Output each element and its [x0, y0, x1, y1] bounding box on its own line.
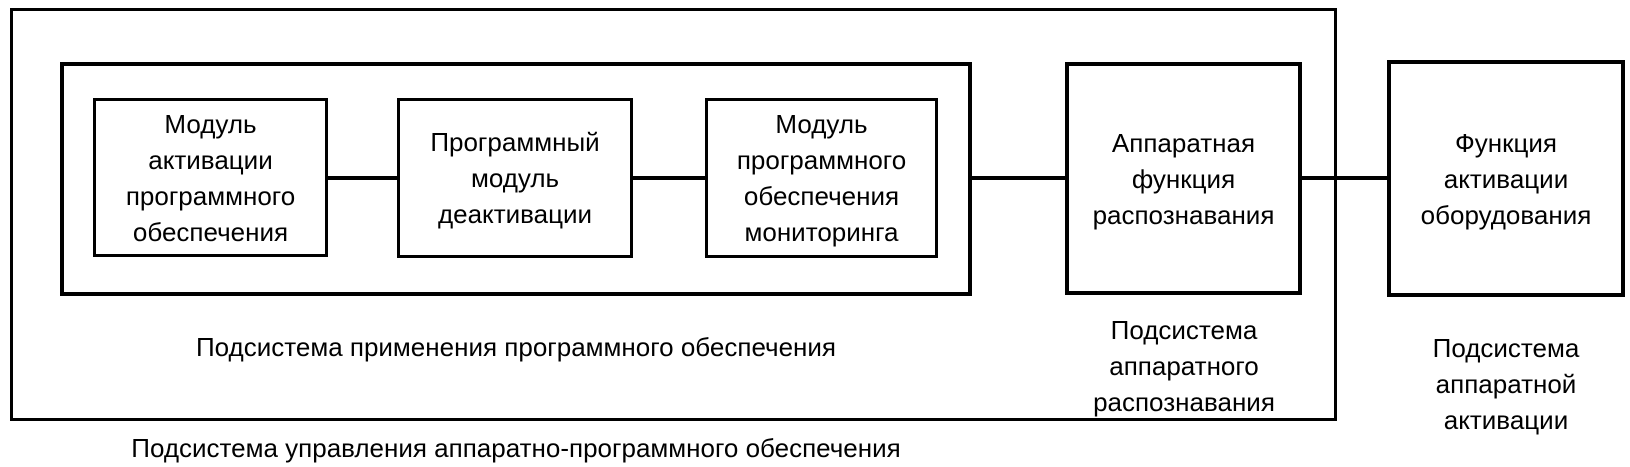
hardware-activation-subsystem-caption: Подсистема аппаратной активации: [1432, 333, 1580, 435]
software-subsystem-frame: [60, 62, 972, 296]
control-subsystem-frame: [10, 8, 1337, 421]
software-monitoring-module-box: Модуль программного обеспечения монитори…: [705, 98, 938, 258]
connector-deactivation-to-monitoring: [633, 176, 705, 180]
software-activation-module-box: Модуль активации программного обеспечени…: [93, 98, 328, 257]
software-activation-module-label: Модуль активации программного обеспечени…: [125, 108, 296, 247]
connector-recognition-to-activation: [1302, 176, 1387, 180]
connector-subsystem-to-recognition: [972, 176, 1065, 180]
connector-activation-to-deactivation: [328, 176, 397, 180]
software-monitoring-module-label: Модуль программного обеспечения монитори…: [736, 109, 907, 247]
hardware-recognition-function-box: Аппаратная функция распознавания: [1065, 62, 1302, 295]
hardware-activation-function-box: Функция активации оборудования: [1387, 60, 1625, 297]
software-deactivation-module-box: Программный модуль деактивации: [397, 98, 633, 258]
hardware-recognition-subsystem-caption: Подсистема аппаратного распознавания: [1093, 315, 1275, 417]
hardware-recognition-function-label: Аппаратная функция распознавания: [1092, 127, 1275, 230]
control-subsystem-caption: Подсистема управления аппаратно-программ…: [131, 433, 901, 463]
software-deactivation-module-label: Программный модуль деактивации: [430, 127, 600, 229]
software-subsystem-caption: Подсистема применения программного обесп…: [195, 332, 837, 362]
hardware-activation-function-label: Функция активации оборудования: [1420, 127, 1592, 230]
